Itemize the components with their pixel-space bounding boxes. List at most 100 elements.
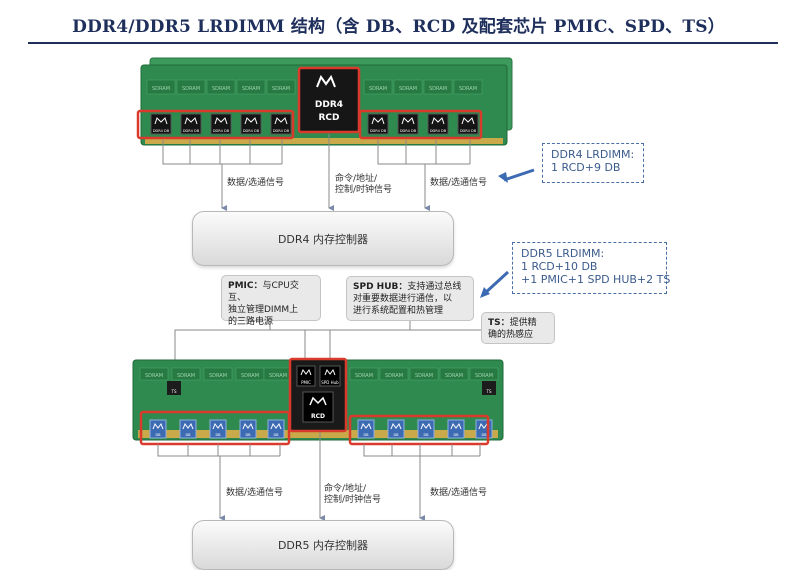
- ddr5-db-chip: [387, 419, 405, 439]
- ddr4-left-signal-label: 数据/选通信号: [227, 178, 285, 188]
- sdram-chip: [146, 79, 176, 95]
- ddr5-db-chip: [209, 419, 227, 439]
- pmic-chip: [296, 365, 316, 387]
- svg-text:SDRAM: SDRAM: [429, 86, 447, 92]
- db-logo-icon: [420, 422, 432, 430]
- sdram-chip: [171, 367, 201, 381]
- db-logo-icon: [401, 117, 415, 125]
- db-logo-icon: [371, 117, 385, 125]
- db-logo-icon: [182, 422, 194, 430]
- svg-text:SDRAM: SDRAM: [445, 373, 463, 379]
- svg-text:SDRAM: SDRAM: [242, 86, 260, 92]
- sdram-chip: [203, 367, 233, 381]
- ddr4-db-chip: [270, 113, 292, 135]
- db-logo-icon: [244, 117, 258, 125]
- ddr4-rcd-chip: [297, 66, 361, 134]
- svg-text:SDRAM: SDRAM: [212, 86, 230, 92]
- ddr5-bus-lines: [157, 432, 481, 521]
- ddr4-bus-lines: [162, 134, 471, 211]
- svg-text:DDR4 DB: DDR4 DB: [370, 129, 387, 133]
- spd-logo-icon: [324, 368, 336, 376]
- svg-text:DDR4 DB: DDR4 DB: [183, 129, 200, 133]
- ddr4-db-chip: [150, 113, 172, 135]
- ddr4-right-signal-label: 数据/选通信号: [430, 178, 488, 188]
- svg-text:TS: TS: [171, 389, 177, 394]
- pmic-callout: PMIC：与CPU交互、 独立管理DIMM上 的三路电源: [221, 275, 321, 327]
- ddr5-controller-label: DDR5 内存控制器: [277, 539, 369, 552]
- svg-text:DDR4 DB: DDR4 DB: [400, 129, 417, 133]
- ddr4-db-chip: [427, 113, 449, 135]
- ddr4-db-chip: [240, 113, 262, 135]
- sdram-chip: [363, 79, 393, 95]
- ddr5-db-chip: [357, 419, 375, 439]
- ddr4-left-db-highlight: [136, 109, 295, 140]
- sdram-chip: [379, 367, 409, 381]
- ddr4-rcd-label-2: RCD: [318, 113, 339, 123]
- ddr4-pointer-arrow: [503, 168, 535, 182]
- db-logo-icon: [274, 117, 288, 125]
- svg-text:DDR4 DB: DDR4 DB: [460, 129, 477, 133]
- ddr4-db-chip: [367, 113, 389, 135]
- sdram-chip: [439, 367, 469, 381]
- ddr5-db-chip: [239, 419, 257, 439]
- sdram-chip: [266, 79, 296, 95]
- svg-text:TS: TS: [486, 389, 492, 394]
- ddr5-sideband-lines: [174, 320, 522, 360]
- svg-text:SDRAM: SDRAM: [369, 86, 387, 92]
- svg-text:DB: DB: [155, 433, 161, 437]
- svg-text:SDRAM: SDRAM: [415, 373, 433, 379]
- ddr4-controller-label: DDR4 内存控制器: [277, 232, 369, 246]
- ddr4-db-chip: [210, 113, 232, 135]
- svg-text:SDRAM: SDRAM: [177, 373, 195, 379]
- svg-text:DB: DB: [273, 433, 279, 437]
- ddr5-db-chip: [447, 419, 465, 439]
- ddr5-lrdimm-note: DDR5 LRDIMM: 1 RCD+10 DB +1 PMIC+1 SPD H…: [512, 242, 670, 294]
- ddr4-lrdimm-note: DDR4 LRDIMM: 1 RCD+9 DB: [542, 143, 644, 183]
- ddr4-db-chip: [397, 113, 419, 135]
- pmic-logo-icon: [300, 368, 312, 376]
- svg-text:DB: DB: [423, 433, 429, 437]
- db-logo-icon: [431, 117, 445, 125]
- db-logo-icon: [154, 117, 168, 125]
- ddr5-db-chip: [179, 419, 197, 439]
- svg-text:DB: DB: [453, 433, 459, 437]
- svg-text:DDR4 DB: DDR4 DB: [213, 129, 230, 133]
- sdram-chip: [349, 367, 379, 381]
- ddr5-db-chip: [267, 419, 285, 439]
- svg-text:SPD Hub: SPD Hub: [321, 380, 339, 385]
- sdram-chip: [423, 79, 453, 95]
- svg-text:DB: DB: [245, 433, 251, 437]
- svg-text:PMIC: PMIC: [301, 380, 311, 385]
- svg-text:DDR4 DB: DDR4 DB: [273, 129, 290, 133]
- sdram-chip: [409, 367, 439, 381]
- svg-text:DB: DB: [481, 433, 487, 437]
- svg-text:DDR4 DB: DDR4 DB: [243, 129, 260, 133]
- ddr5-cmd-signal-label: 命令/地址/ 控制/时钟信号: [324, 484, 382, 505]
- svg-text:DB: DB: [215, 433, 221, 437]
- db-logo-icon: [214, 117, 228, 125]
- sdram-chip: [236, 79, 266, 95]
- svg-text:SDRAM: SDRAM: [385, 373, 403, 379]
- sdram-chip: [453, 79, 483, 95]
- sdram-chip: [206, 79, 236, 95]
- db-logo-icon: [390, 422, 402, 430]
- ts-chip-left: [167, 381, 181, 395]
- ddr4-db-chip: [180, 113, 202, 135]
- db-logo-icon: [270, 422, 282, 430]
- svg-text:DDR4 DB: DDR4 DB: [153, 129, 170, 133]
- svg-text:SDRAM: SDRAM: [475, 373, 493, 379]
- sdram-chip: [176, 79, 206, 95]
- db-logo-icon: [461, 117, 475, 125]
- ddr5-rcd-chip: [302, 391, 334, 423]
- ddr5-right-signal-label: 数据/选通信号: [430, 488, 488, 498]
- sdram-chip: [469, 367, 499, 381]
- ddr5-pointer-arrow: [482, 270, 510, 296]
- svg-text:DB: DB: [185, 433, 191, 437]
- ddr5-db-chip: [417, 419, 435, 439]
- ts-callout: TS：提供精 确的热感应: [481, 312, 555, 344]
- ddr4-memory-controller: DDR4 内存控制器: [192, 211, 454, 266]
- svg-text:SDRAM: SDRAM: [152, 86, 170, 92]
- title-divider: [28, 42, 778, 44]
- db-logo-icon: [212, 422, 224, 430]
- svg-text:SDRAM: SDRAM: [241, 373, 259, 379]
